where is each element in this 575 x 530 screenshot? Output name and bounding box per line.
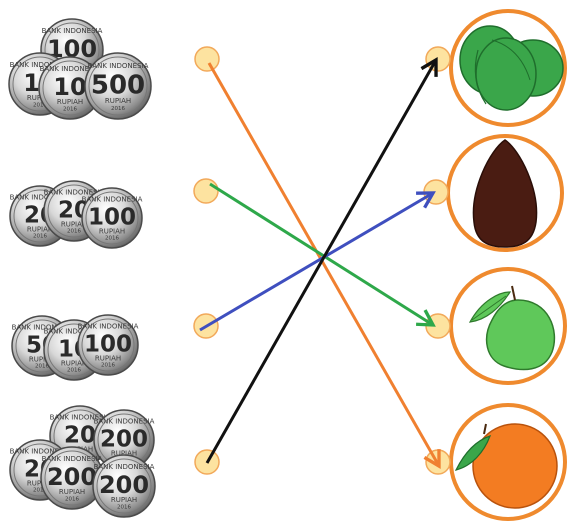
coin-bank-label: BANK INDONESIA — [94, 418, 155, 426]
coin-currency-label: RUPIAH — [111, 496, 137, 504]
salak-icon — [472, 139, 538, 248]
coin-currency-label: RUPIAH — [29, 356, 55, 364]
right-dot-salak[interactable] — [423, 179, 449, 205]
coin-bank-label: BANK INDONESIA — [10, 448, 71, 456]
arrow-row-4-to-mango[interactable] — [205, 57, 438, 464]
coin-bank-label: BANK INDONESIA — [50, 414, 111, 422]
coin-bank-label: BANK INDONESIA — [44, 189, 105, 197]
coin-value: 200 — [47, 463, 97, 491]
coin-bank-label: BANK INDONESIA — [42, 27, 103, 35]
coin-currency-label: RUPIAH — [111, 450, 137, 458]
coin-currency-label: RUPIAH — [27, 226, 53, 234]
coin-bank-label: BANK INDONESIA — [42, 455, 103, 463]
coin-currency-label: RUPIAH — [99, 228, 125, 236]
coin-bank-label: BANK INDONESIA — [12, 324, 73, 332]
coin-currency-label: RUPIAH — [61, 221, 87, 229]
coin-currency-label: RUPIAH — [105, 97, 131, 105]
fruit-salak — [446, 134, 564, 252]
coin-year-label: 2016 — [67, 368, 81, 374]
coin-bank-label: BANK INDONESIA — [94, 463, 155, 471]
coin-value: 100 — [88, 205, 136, 231]
coin-year-label: 2016 — [117, 504, 131, 510]
coin-value: 200 — [99, 471, 149, 499]
coin-year-label: 2016 — [67, 229, 81, 235]
coin-currency-label: RUPIAH — [59, 488, 85, 496]
fruit-orange — [449, 403, 567, 521]
coin-currency-label: RUPIAH — [57, 98, 83, 106]
arrow-row-2-to-guava[interactable] — [209, 182, 436, 327]
coin-bank-label: BANK INDONESIA — [40, 65, 101, 73]
coin-year-label: 2016 — [33, 102, 47, 108]
match-arrows — [199, 57, 441, 469]
coin-bank-label: BANK INDONESIA — [78, 323, 139, 331]
fruit-mango — [449, 9, 567, 127]
coin-bank-label: BANK INDONESIA — [10, 61, 71, 69]
coin-currency-label: RUPIAH — [27, 480, 53, 488]
coin-bank-label: BANK INDONESIA — [44, 328, 105, 336]
coin-year-label: 2016 — [33, 234, 47, 240]
orange-icon — [454, 423, 558, 509]
coin-value: 200 — [100, 427, 148, 453]
coin-value: 500 — [91, 70, 145, 100]
coin-year-label: 2016 — [63, 106, 77, 112]
arrow-row-3-to-salak[interactable] — [199, 191, 436, 332]
coin-currency-label: RUPIAH — [95, 355, 121, 363]
coin-currency-label: RUPIAH — [61, 360, 87, 368]
coin-value: 100 — [84, 332, 132, 358]
fruit-guava — [449, 267, 567, 385]
coin-value: 10 — [53, 73, 86, 101]
left-dot-row-2[interactable] — [193, 178, 219, 204]
coin-year-label: 2016 — [105, 236, 119, 242]
arrow-row-1-to-orange[interactable] — [207, 62, 441, 469]
right-dot-mango[interactable] — [425, 46, 451, 72]
mango-icon — [459, 25, 564, 111]
coin-year-label: 2016 — [101, 363, 115, 369]
coin-value: 20 — [64, 423, 96, 449]
coin-bank-label: BANK INDONESIA — [88, 62, 149, 70]
left-dot-row-1[interactable] — [194, 46, 220, 72]
fruit-column — [446, 9, 567, 521]
guava-icon — [468, 285, 556, 371]
coin-year-label: 2016 — [111, 106, 125, 112]
coin-year-label: 2016 — [35, 364, 49, 370]
coin-bank-label: BANK INDONESIA — [82, 196, 143, 204]
coin-year-label: 2016 — [65, 496, 79, 502]
coin-year-label: 2016 — [33, 488, 47, 494]
right-dot-guava[interactable] — [425, 313, 451, 339]
coin-bank-label: BANK INDONESIA — [10, 194, 71, 202]
